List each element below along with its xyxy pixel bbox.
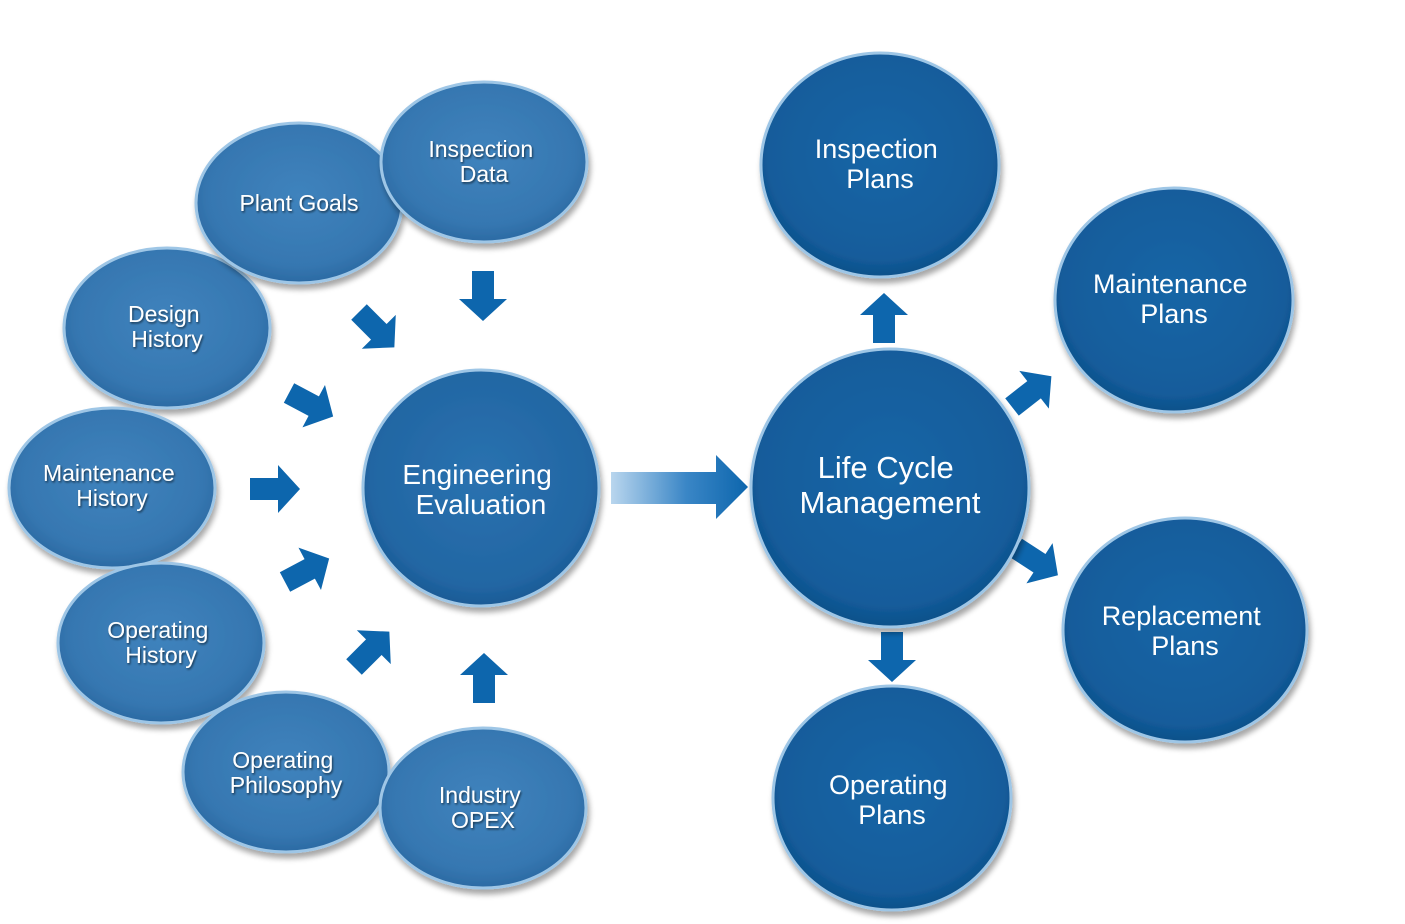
svg-text:Operating History: Operating History <box>107 617 214 668</box>
input-bubble-maintenance-history: Maintenance History <box>7 406 217 570</box>
svg-text:Operating Plans: Operating Plans <box>829 770 955 830</box>
svg-text:Life Cycle Management: Life Cycle Management <box>800 450 981 520</box>
operating-plans-line-1: Operating <box>829 770 948 800</box>
arrow-operating-plans <box>868 632 916 682</box>
arrow-plant-goals <box>342 295 412 365</box>
arrow-operating-philosophy <box>337 614 407 684</box>
output-circle-replacement-plans: Replacement Plans <box>1061 516 1309 744</box>
arrow-industry-opex <box>460 653 508 703</box>
arrow-design-history <box>277 371 345 438</box>
operating-philosophy-line-2: Philosophy <box>230 772 343 798</box>
operating-plans-line-2: Plans <box>858 800 926 830</box>
inspection-data-line-1: Inspection <box>428 136 533 162</box>
svg-text:Inspection Data: Inspection Data <box>428 136 539 187</box>
maintenance-history-line-2: History <box>76 485 148 511</box>
engineering-evaluation-line-1: Engineering <box>402 459 551 490</box>
svg-text:Design History: Design History <box>128 301 206 352</box>
svg-text:Industry OPEX: Industry OPEX <box>439 782 527 833</box>
design-history-line-2: History <box>131 326 203 352</box>
maintenance-history-line-1: Maintenance <box>43 460 175 486</box>
operating-history-line-1: Operating <box>107 617 208 643</box>
life-cycle-management-line-2: Management <box>800 485 981 520</box>
replacement-plans-line-1: Replacement <box>1102 601 1262 631</box>
connector-arrow <box>611 455 748 519</box>
input-bubble-design-history: Design History <box>62 246 272 410</box>
svg-text:Engineering Evaluation: Engineering Evaluation <box>402 459 559 520</box>
input-bubble-plant-goals: Plant Goals <box>194 121 404 285</box>
svg-text:Replacement Plans: Replacement Plans <box>1102 601 1269 661</box>
industry-opex-line-1: Industry <box>439 782 521 808</box>
input-bubble-inspection-data: Inspection Data <box>379 80 589 244</box>
industry-opex-line-2: OPEX <box>451 807 515 833</box>
arrow-maintenance-history <box>250 465 300 513</box>
output-circle-maintenance-plans: Maintenance Plans <box>1053 186 1295 414</box>
engineering-evaluation-node: Engineering Evaluation <box>361 368 601 608</box>
output-circle-operating-plans: Operating Plans <box>771 684 1013 912</box>
arrow-inspection-data <box>459 271 507 321</box>
design-history-line-1: Design <box>128 301 200 327</box>
inspection-data-line-2: Data <box>460 161 509 187</box>
engineering-evaluation-line-2: Evaluation <box>416 489 547 520</box>
svg-text:Maintenance Plans: Maintenance Plans <box>1093 269 1255 329</box>
output-circle-inspection-plans: Inspection Plans <box>759 51 1001 279</box>
plant-goals-label: Plant Goals <box>240 190 359 216</box>
life-cycle-management-line-1: Life Cycle <box>818 450 954 485</box>
svg-text:Inspection Plans: Inspection Plans <box>815 134 946 194</box>
replacement-plans-line-2: Plans <box>1151 631 1219 661</box>
arrow-inspection-plans <box>860 293 908 343</box>
life-cycle-management-node: Life Cycle Management <box>749 347 1031 629</box>
input-bubble-operating-history: Operating History <box>56 561 266 725</box>
inspection-plans-line-2: Plans <box>846 164 914 194</box>
arrow-operating-history <box>273 537 341 604</box>
input-bubble-industry-opex: Industry OPEX <box>378 726 588 890</box>
svg-text:Operating Philosophy: Operating Philosophy <box>230 747 343 798</box>
maintenance-plans-line-2: Plans <box>1140 299 1208 329</box>
svg-text:Maintenance History: Maintenance History <box>43 460 181 511</box>
inspection-plans-line-1: Inspection <box>815 134 938 164</box>
operating-history-line-2: History <box>125 642 197 668</box>
maintenance-plans-line-1: Maintenance <box>1093 269 1248 299</box>
operating-philosophy-line-1: Operating <box>232 747 333 773</box>
input-bubble-operating-philosophy: Operating Philosophy <box>181 690 391 854</box>
